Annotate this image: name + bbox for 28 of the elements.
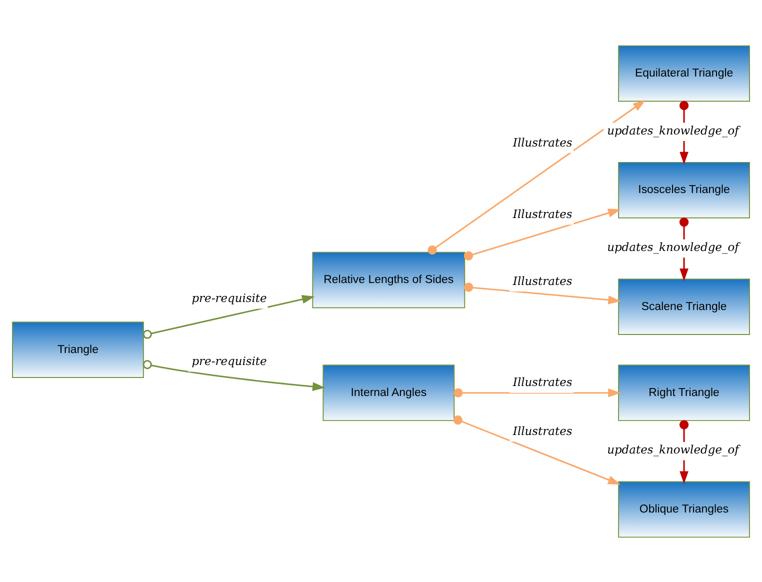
edge-label: pre-requisite (192, 354, 267, 368)
arrow (679, 217, 689, 281)
edge-label: updates_knowledge_of (607, 239, 739, 254)
edge-label: Illustrates (512, 423, 572, 438)
edge-label: Illustrates (512, 134, 572, 149)
edge-label: Illustrates (512, 206, 572, 220)
node-box: Equilateral Triangle (618, 44, 750, 102)
node-box: Isosceles Triangle (618, 161, 750, 218)
edge-label: pre-requisite (192, 290, 267, 305)
edge-label: updates_knowledge_of (607, 442, 739, 456)
arrow (142, 294, 315, 338)
edge-label: updates_knowledge_of (607, 122, 739, 137)
arrow (679, 100, 689, 164)
arrow (142, 359, 326, 390)
arrow (428, 99, 646, 254)
edge-label: Illustrates (512, 374, 572, 389)
node-box: Right Triangle (618, 364, 750, 421)
arrow (453, 414, 621, 484)
edge-label: Illustrates (512, 273, 572, 288)
arrow (679, 420, 689, 484)
node-box: Relative Lengths of Sides (312, 251, 466, 308)
arrow (464, 208, 621, 260)
node-box: Internal Angles (322, 364, 455, 421)
arrow (454, 388, 621, 397)
node-box: Oblique Triangles (618, 480, 750, 538)
node-box: Triangle (12, 321, 144, 378)
node-box: Scalene Triangle (618, 278, 750, 334)
arrow (464, 282, 621, 304)
